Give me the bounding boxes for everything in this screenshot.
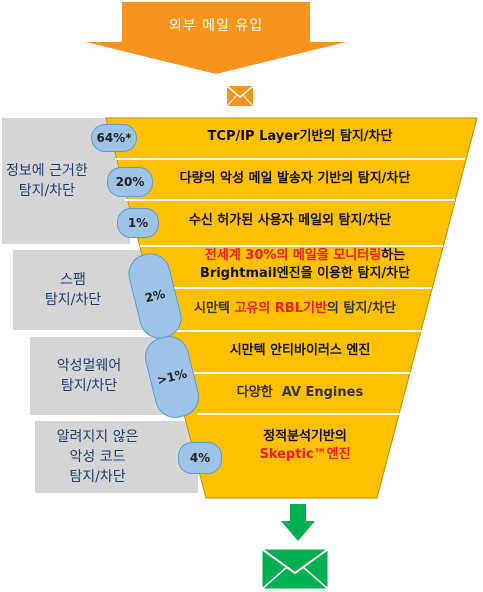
row-av-engines: 다양한 AV Engines	[236, 385, 364, 400]
row-skeptic-line1: 정적분석기반의	[263, 429, 347, 444]
badge-tcpip: 64%*	[91, 124, 137, 152]
row-recipient-validation: 수신 허가된 사용자 메일외 탐지/차단	[188, 213, 392, 228]
header-arrow	[86, 2, 346, 74]
group-label-line: 탐지/차단	[60, 378, 118, 394]
row-skeptic-highlight: Skeptic™	[259, 447, 327, 462]
badge-recipient: 1%	[117, 208, 159, 238]
row-brightmail-highlight: 전세계 30%의 메일을 모니터링	[204, 248, 382, 263]
row-brightmail-rest: 하는	[381, 248, 406, 263]
envelope-green-icon	[262, 549, 328, 589]
envelope-orange-icon	[227, 86, 253, 106]
row-rbl-post: 의 탐지/차단	[326, 301, 396, 316]
row-bulk-sender: 다량의 악성 메일 발송자 기반의 탐지/차단	[179, 171, 411, 186]
row-rbl-highlight: 고유의 RBL기반	[234, 301, 327, 316]
group-label-line: 악성 코드	[69, 449, 126, 465]
group-unknown-malware-detection: 알려지지 않은 악성 코드 탐지/차단	[35, 421, 198, 493]
row-tcpip: TCP/IP Layer기반의 탐지/차단	[207, 129, 393, 144]
badge-bulk-sender: 20%	[107, 167, 153, 197]
row-skeptic-rest: 엔진	[326, 447, 351, 462]
badge-unknown: 4%	[178, 442, 222, 474]
group-label-line: 정보에 근거한	[6, 163, 88, 179]
row-brightmail-line2: Brightmail엔진을 이용한 탐지/차단	[199, 266, 411, 281]
group-label-line: 악성멀웨어	[56, 358, 122, 374]
row-rbl-pre: 시만텍	[193, 301, 235, 316]
group-label-line: 탐지/차단	[69, 469, 126, 485]
group-label-line: 알려지지 않은	[56, 429, 139, 445]
row-rbl: 시만텍 고유의 RBL기반의 탐지/차단	[165, 300, 425, 318]
header-title: 외부 메일 유입	[168, 18, 264, 34]
group-label-line: 탐지/차단	[18, 183, 75, 199]
group-label-line: 스팸	[60, 272, 86, 288]
group-label-line: 탐지/차단	[44, 292, 102, 308]
row-skeptic: 정적분석기반의 Skeptic™엔진	[220, 428, 390, 464]
row-brightmail: 전세계 30%의 메일을 모니터링하는 Brightmail엔진을 이용한 탐지…	[160, 247, 450, 283]
row-symantec-antivirus: 시만텍 안티바이러스 엔진	[229, 343, 371, 358]
arrow-down-green-icon	[281, 504, 315, 541]
